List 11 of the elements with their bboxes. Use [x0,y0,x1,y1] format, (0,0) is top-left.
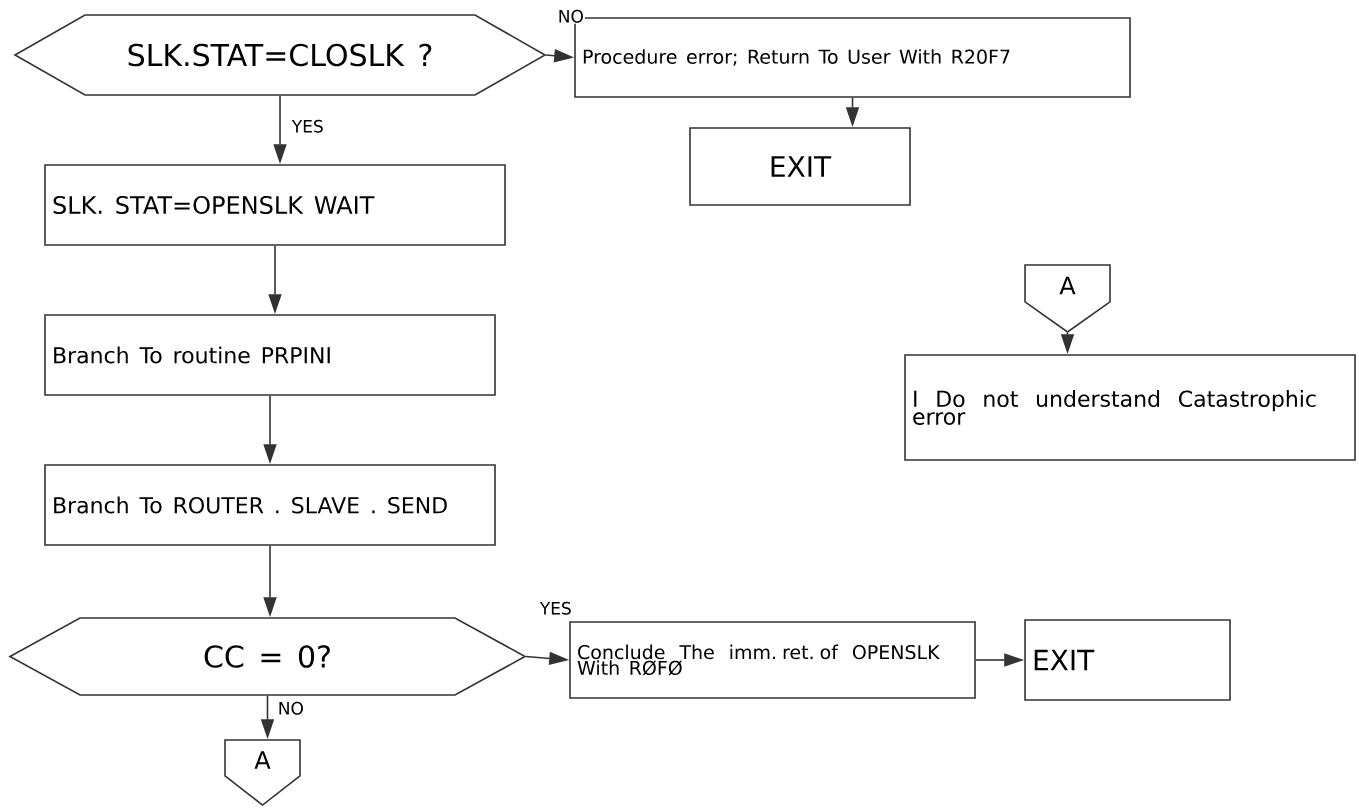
process-box: I Do not understand Catastrophic error [904,354,1356,461]
process-box: SLK. STAT=OPENSLK WAIT [44,164,506,246]
process-box: Conclude The imm. ret. of OPENSLK With RØFØ [569,621,976,699]
edge-label: NO [276,700,305,716]
edge-label: YES [538,600,573,616]
edge-label: YES [290,118,325,134]
process-box: EXIT [1024,619,1231,701]
process-box: Branch To routine PRPINI [44,314,496,396]
process-box: EXIT [689,127,911,206]
process-box: Branch To ROUTER . SLAVE . SEND [44,464,496,546]
edge-label: NO [556,8,585,24]
